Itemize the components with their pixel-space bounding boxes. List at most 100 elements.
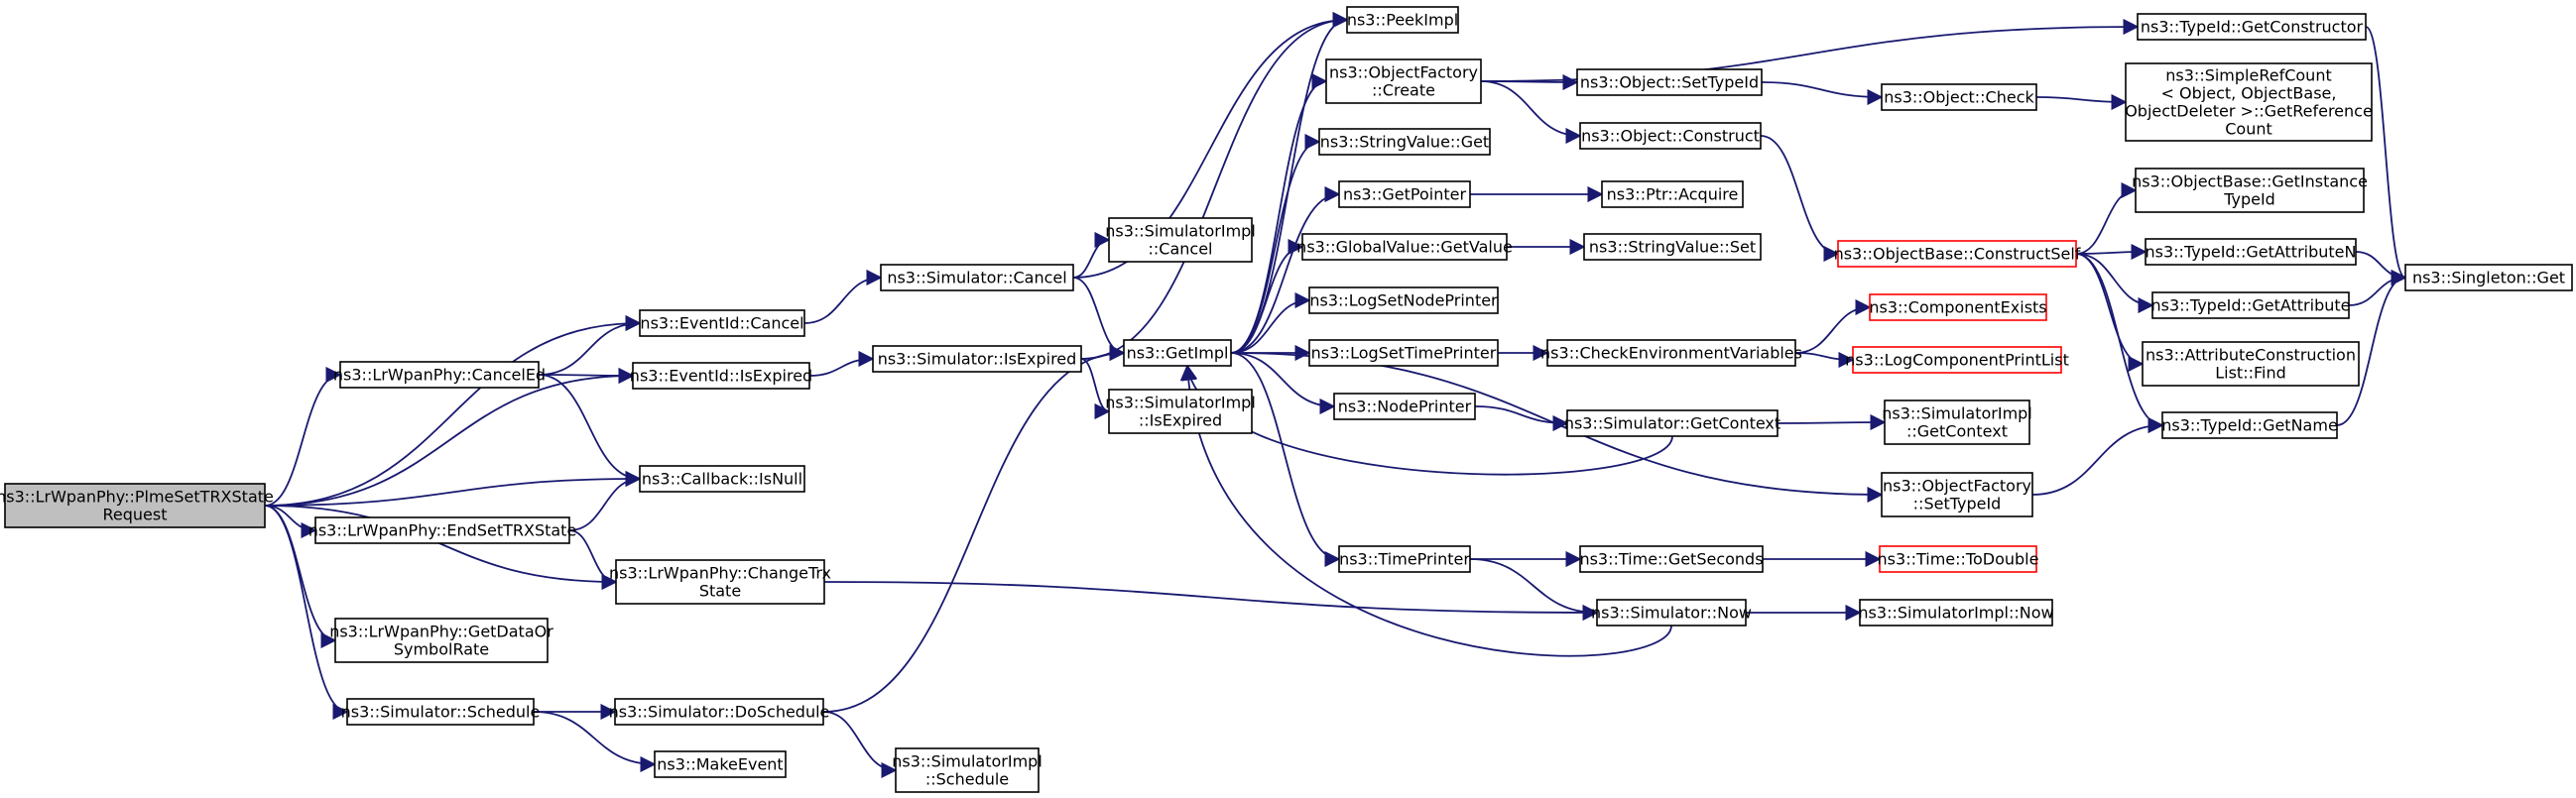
edge-getImpl-to-nodePrinter xyxy=(1230,352,1336,415)
node-box xyxy=(1108,389,1253,434)
node-endSetTRX[interactable]: ns3::LrWpanPhy::EndSetTRXState xyxy=(308,516,577,544)
node-label: ns3::SimpleRefCount xyxy=(2165,66,2331,85)
edge-objCheck-to-simpleRefCount xyxy=(2035,93,2128,111)
node-nodePrinter[interactable]: ns3::NodePrinter xyxy=(1333,393,1476,420)
node-simImplIsExpired[interactable]: ns3::SimulatorImpl::IsExpired xyxy=(1105,389,1256,434)
node-checkEnvVars[interactable]: ns3::CheckEnvironmentVariables xyxy=(1540,339,1802,367)
node-simImplNow[interactable]: ns3::SimulatorImpl::Now xyxy=(1858,599,2054,627)
node-logSetNodePrinter[interactable]: ns3::LogSetNodePrinter xyxy=(1308,286,1499,314)
node-box xyxy=(1123,339,1232,367)
node-label: ns3::TypeId::GetConstructor xyxy=(2141,18,2364,37)
node-logComponentPrintList[interactable]: ns3::LogComponentPrintList xyxy=(1845,346,2069,374)
node-label: ns3::LrWpanPhy::EndSetTRXState xyxy=(308,521,577,540)
node-callbackIsNull[interactable]: ns3::Callback::IsNull xyxy=(639,465,805,493)
edge-root-to-cancelEd xyxy=(264,366,342,507)
node-logSetTimePrinter[interactable]: ns3::LogSetTimePrinter xyxy=(1308,339,1499,367)
node-objSetTypeId[interactable]: ns3::Object::SetTypeId xyxy=(1576,68,1763,96)
node-typeIdGetAttributeN[interactable]: ns3::TypeId::GetAttributeN xyxy=(2145,238,2357,266)
node-componentExists[interactable]: ns3::ComponentExists xyxy=(1869,293,2047,321)
node-label: ns3::StringValue::Get xyxy=(1320,133,1489,152)
node-globalValueGetValue[interactable]: ns3::GlobalValue::GetValue xyxy=(1296,233,1513,261)
node-getPointer[interactable]: ns3::GetPointer xyxy=(1338,180,1471,208)
node-label: ::GetContext xyxy=(1906,422,2008,441)
node-objFactoryCreate[interactable]: ns3::ObjectFactory::Create xyxy=(1325,58,1482,104)
edge-eventIsExpired-to-simIsExpired xyxy=(808,350,875,377)
node-objFactorySetTypeId[interactable]: ns3::ObjectFactory::SetTypeId xyxy=(1881,472,2033,517)
node-typeIdGetAttribute[interactable]: ns3::TypeId::GetAttribute xyxy=(2150,291,2351,319)
node-objBaseConstructSelf[interactable]: ns3::ObjectBase::ConstructSelf xyxy=(1834,240,2081,268)
node-label: ns3::Object::Construct xyxy=(1581,127,1760,146)
node-label: Count xyxy=(2225,120,2272,139)
node-box xyxy=(1579,545,1764,573)
edge-getImpl-to-stringValueGet xyxy=(1230,133,1321,354)
node-typeIdGetName[interactable]: ns3::TypeId::GetName xyxy=(2161,411,2338,439)
node-singletonGet[interactable]: ns3::Singleton::Get xyxy=(2404,264,2573,291)
edge-root-to-simSchedule xyxy=(264,505,349,721)
edge-doSchedule-to-simImplSchedule xyxy=(822,711,898,779)
edge-getImpl-to-globalValueGetValue xyxy=(1230,238,1304,354)
edge-doSchedule-to-getImpl xyxy=(822,344,1126,713)
node-label: ns3::SimulatorImpl::Now xyxy=(1858,604,2053,623)
node-eventCancel[interactable]: ns3::EventId::Cancel xyxy=(639,309,805,337)
node-label: ns3::ObjectBase::GetInstance xyxy=(2132,172,2368,191)
node-box xyxy=(1879,545,2037,573)
edge-objSetTypeId-to-objCheck xyxy=(1761,81,1884,106)
node-stringValueGet[interactable]: ns3::StringValue::Get xyxy=(1318,128,1491,156)
node-doSchedule[interactable]: ns3::Simulator::DoSchedule xyxy=(609,698,830,726)
node-simImplCancel[interactable]: ns3::SimulatorImpl::Cancel xyxy=(1105,217,1256,263)
node-label: ns3::ObjectFactory xyxy=(1883,477,2031,496)
node-eventIsExpired[interactable]: ns3::EventId::IsExpired xyxy=(630,362,812,390)
node-objConstruct[interactable]: ns3::Object::Construct xyxy=(1579,122,1762,150)
node-ptrAcquire[interactable]: ns3::Ptr::Acquire xyxy=(1601,180,1744,208)
node-box xyxy=(1546,339,1796,367)
node-label: ns3::TypeId::GetAttribute xyxy=(2150,296,2350,315)
node-label: ns3::EventId::Cancel xyxy=(640,314,803,333)
node-box xyxy=(654,750,787,778)
node-getImpl[interactable]: ns3::GetImpl xyxy=(1123,339,1232,367)
node-makeEvent[interactable]: ns3::MakeEvent xyxy=(654,750,787,778)
node-label: ns3::GetImpl xyxy=(1127,344,1229,363)
node-simImplSchedule[interactable]: ns3::SimulatorImpl::Schedule xyxy=(892,747,1043,793)
node-box xyxy=(1601,180,1744,208)
node-stringValueSet[interactable]: ns3::StringValue::Set xyxy=(1583,233,1762,261)
node-box xyxy=(1566,409,1779,437)
edge-objFactoryCreate-to-objConstruct xyxy=(1480,80,1582,145)
node-timePrinter[interactable]: ns3::TimePrinter xyxy=(1338,545,1471,573)
node-simIsExpired[interactable]: ns3::Simulator::IsExpired xyxy=(872,345,1082,373)
node-cancelEd[interactable]: ns3::LrWpanPhy::CancelEd xyxy=(333,361,546,389)
node-typeIdGetConstructor[interactable]: ns3::TypeId::GetConstructor xyxy=(2137,13,2367,41)
node-box xyxy=(615,559,825,605)
node-label: ns3::GlobalValue::GetValue xyxy=(1296,238,1513,257)
node-simpleRefCount[interactable]: ns3::SimpleRefCount< Object, ObjectBase,… xyxy=(2125,62,2373,142)
edge-typeIdGetName-to-singletonGet xyxy=(2336,269,2407,426)
node-timeToDouble[interactable]: ns3::Time::ToDouble xyxy=(1878,545,2039,573)
node-box xyxy=(1881,83,2037,111)
node-simCancel[interactable]: ns3::Simulator::Cancel xyxy=(880,264,1074,291)
node-simSchedule[interactable]: ns3::Simulator::Schedule xyxy=(341,698,541,726)
node-label: ns3::SimulatorImpl xyxy=(892,752,1043,771)
node-simGetContext[interactable]: ns3::Simulator::GetContext xyxy=(1564,409,1780,437)
edge-objBaseConstructSelf-to-typeIdGetAttributeN xyxy=(2075,243,2147,261)
node-objCheck[interactable]: ns3::Object::Check xyxy=(1881,83,2037,111)
edge-objBaseConstructSelf-to-objBaseGetInstanceTypeId xyxy=(2075,181,2138,255)
node-label: ::IsExpired xyxy=(1139,411,1222,430)
edge-simIsExpired-to-getImpl xyxy=(1080,344,1126,362)
node-simNow[interactable]: ns3::Simulator::Now xyxy=(1591,599,1752,627)
edge-eventCancel-to-simCancel xyxy=(803,269,883,324)
nodes-layer: ns3::LrWpanPhy::PlmeSetTRXStateRequestns… xyxy=(0,6,2573,793)
node-box xyxy=(872,345,1082,373)
node-timeGetSeconds[interactable]: ns3::Time::GetSeconds xyxy=(1579,545,1764,573)
node-label: ns3::GetPointer xyxy=(1343,185,1467,204)
edge-nodePrinter-to-simGetContext xyxy=(1474,405,1569,432)
edge-simNow-to-getImpl xyxy=(1179,364,1672,657)
edge-simIsExpired-to-peekImpl xyxy=(1080,11,1349,360)
node-simImplGetContext[interactable]: ns3::SimulatorImpl::GetContext xyxy=(1882,399,2032,445)
node-peekImpl[interactable]: ns3::PeekImpl xyxy=(1346,6,1459,34)
node-box xyxy=(1884,399,2030,445)
node-box xyxy=(1576,68,1763,96)
